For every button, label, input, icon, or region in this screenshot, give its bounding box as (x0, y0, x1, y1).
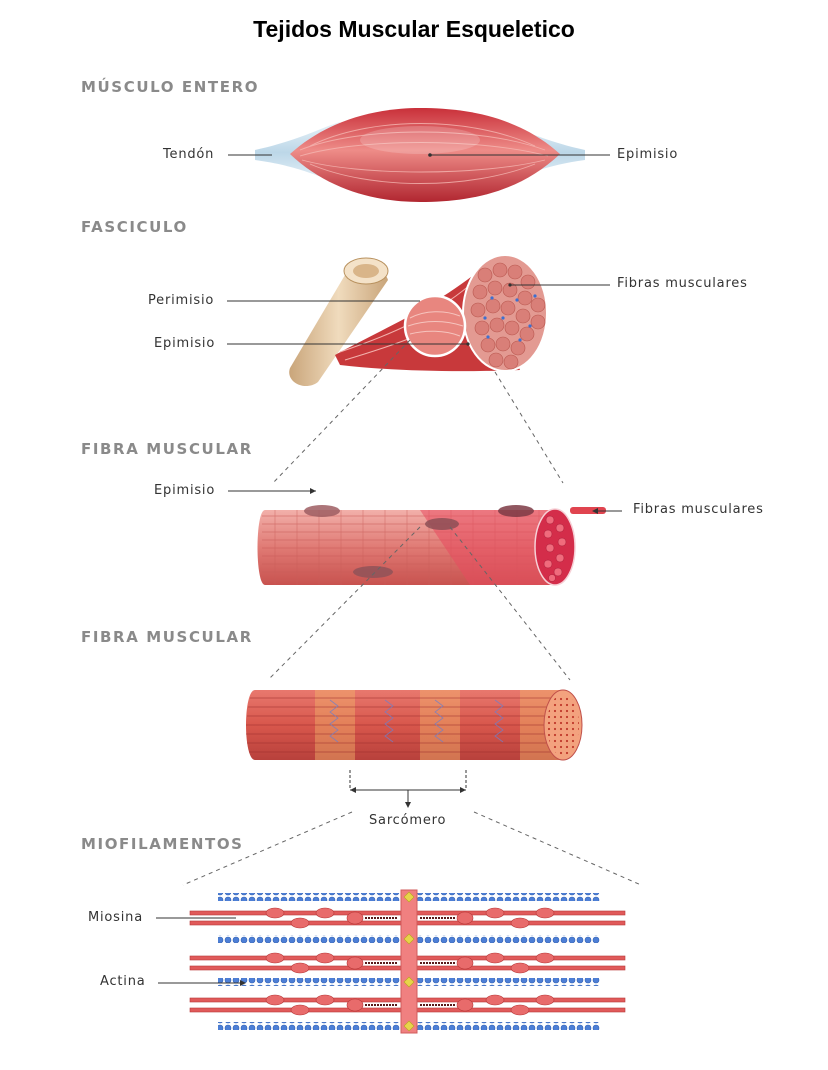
label-epimisio-fascicle: Epimisio (154, 336, 216, 351)
section-heading-whole-muscle: MÚSCULO ENTERO (81, 78, 260, 96)
label-sarcomero: Sarcómero (369, 813, 447, 828)
label-epimisio-fiber: Epimisio (154, 483, 216, 498)
label-miosina: Miosina (88, 910, 143, 925)
label-epimisio-muscle: Epimisio (617, 147, 679, 162)
label-fibras-musculares-fascicle: Fibras musculares (617, 276, 748, 291)
muscle-fiber-illustration (257, 505, 606, 586)
label-fibras-musculares-fiber: Fibras musculares (633, 502, 764, 517)
section-heading-fascicle: FASCICULO (81, 218, 188, 236)
label-tendon: Tendón (163, 147, 215, 162)
section-heading-myofilaments: MIOFILAMENTOS (81, 835, 244, 853)
myofibril-illustration (246, 689, 583, 761)
section-heading-myofibril: FIBRA MUSCULAR (81, 628, 253, 646)
label-perimisio: Perimisio (148, 293, 215, 308)
label-actina: Actina (100, 974, 146, 989)
z-line (400, 889, 418, 1034)
myofilaments-illustration (189, 889, 626, 1034)
sarcomere-bracket (349, 770, 467, 805)
myosin-heads (265, 907, 555, 1016)
diagram-title: Tejidos Muscular Esqueletico (253, 16, 575, 42)
whole-muscle-illustration (255, 108, 585, 202)
section-heading-muscle-fiber: FIBRA MUSCULAR (81, 440, 253, 458)
fascicle-illustration (289, 254, 548, 387)
